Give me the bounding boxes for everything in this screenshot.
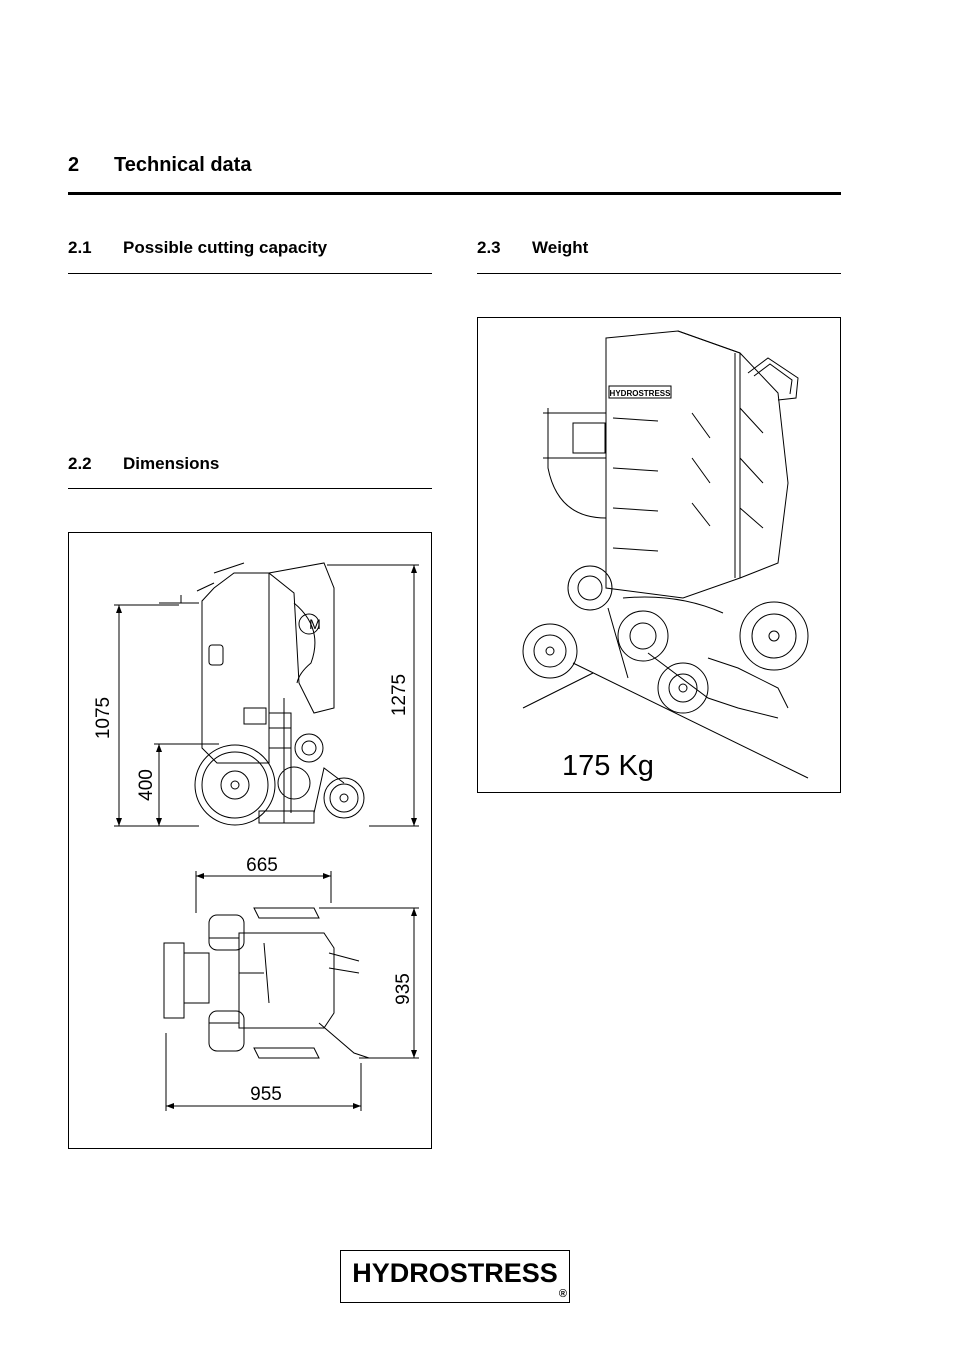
subsection-heading-dimensions: 2.2 Dimensions xyxy=(68,454,219,474)
subsection-rule xyxy=(68,488,432,489)
dimension-1275: 1275 xyxy=(389,674,410,716)
motor-label: M xyxy=(309,616,321,632)
weight-figure: HYDROSTRESS 175 Kg xyxy=(477,317,841,793)
subsection-number: 2.1 xyxy=(68,238,92,257)
dimension-935: 935 xyxy=(393,973,414,1005)
registered-mark: ® xyxy=(558,1288,567,1300)
subsection-title: Possible cutting capacity xyxy=(123,238,328,257)
section-rule xyxy=(68,192,841,195)
dimension-400: 400 xyxy=(136,769,157,801)
subsection-heading-cutting-capacity: 2.1 Possible cutting capacity xyxy=(68,238,327,258)
machine-brand-label: HYDROSTRESS xyxy=(610,389,672,398)
subsection-title: Dimensions xyxy=(123,454,220,473)
subsection-title: Weight xyxy=(532,238,589,257)
dimensions-drawing: M 1075 400 1275 xyxy=(93,562,419,1111)
subsection-heading-weight: 2.3 Weight xyxy=(477,238,588,258)
subsection-number: 2.3 xyxy=(477,238,501,257)
section-number: 2 xyxy=(68,154,80,176)
section-title: Technical data xyxy=(114,154,252,176)
subsection-rule xyxy=(68,273,432,274)
subsection-rule xyxy=(477,273,841,274)
machine-illustration: HYDROSTRESS 175 Kg xyxy=(522,330,809,782)
logo-text: HYDROSTRESS xyxy=(352,1258,558,1288)
dimensions-figure: M 1075 400 1275 xyxy=(68,532,432,1149)
hydrostress-logo: HYDROSTRESS ® xyxy=(340,1250,570,1303)
weight-label: 175 Kg xyxy=(562,750,654,782)
subsection-number: 2.2 xyxy=(68,454,92,473)
dimension-955: 955 xyxy=(250,1084,282,1105)
dimension-1075: 1075 xyxy=(93,697,114,739)
section-heading: 2 Technical data xyxy=(68,154,251,177)
dimension-665: 665 xyxy=(246,855,278,876)
